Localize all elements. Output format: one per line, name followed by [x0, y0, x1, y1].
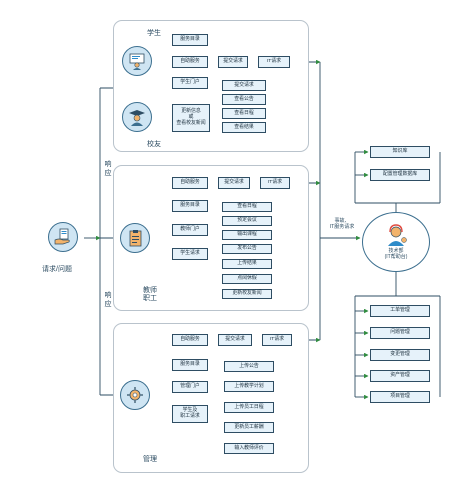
alumni-title: 校友 [147, 141, 161, 148]
student-portal-item[interactable]: 提交请求 [222, 80, 266, 91]
respond-top-label: 响应 [104, 161, 112, 177]
management-portal-item[interactable]: 输入教师评价 [224, 443, 274, 454]
management-title: 管理 [143, 456, 157, 463]
faculty-portal-item[interactable]: 输出课程 [222, 230, 272, 240]
management-portal-item[interactable]: 上传员工日程 [224, 402, 274, 413]
clipboard-icon [129, 230, 142, 247]
change-management[interactable]: 变更管理 [370, 349, 430, 361]
student-portal[interactable]: 学生门户 [172, 77, 208, 89]
student-portal-item[interactable]: 查看结果 [222, 122, 266, 133]
graduate-icon [129, 110, 145, 126]
tech-support-circle[interactable]: 技术部 (IT帮助台) [362, 212, 430, 272]
management-it-request[interactable]: IT请求 [262, 334, 292, 346]
request-circle[interactable] [48, 222, 78, 252]
faculty-portal-item[interactable]: 上传结果 [222, 259, 272, 269]
student-circle[interactable] [122, 46, 152, 76]
management-submit-request[interactable]: 提交请求 [218, 334, 252, 346]
faculty-self-service[interactable]: 自助服务 [172, 177, 208, 189]
management-service-catalog[interactable]: 服务目录 [172, 359, 208, 371]
faculty-portal-item[interactable]: 更新校友新闻 [222, 289, 272, 299]
student-alumni-panel [113, 20, 309, 152]
management-portal-item[interactable]: 上传公告 [224, 361, 274, 372]
faculty-title: 教师 职工 [143, 287, 157, 303]
faculty-portal[interactable]: 教师门户 [172, 224, 208, 236]
problem-management[interactable]: 问题管理 [370, 327, 430, 339]
asset-management[interactable]: 资产管理 [370, 370, 430, 382]
management-portal-item[interactable]: 上传教学计划 [224, 381, 274, 392]
management-student-staff-requests[interactable]: 学生及 职工请求 [172, 405, 208, 423]
student-self-service[interactable]: 自助服务 [172, 56, 208, 68]
faculty-submit-request[interactable]: 提交请求 [218, 177, 250, 189]
student-title: 学生 [147, 30, 161, 37]
cmdb[interactable]: 配置管理数据库 [370, 169, 430, 181]
alumni-update-news[interactable]: 更新信息 或 查看校友新闻 [172, 104, 210, 132]
management-portal[interactable]: 管理门户 [172, 381, 208, 393]
project-management[interactable]: 项目管理 [370, 391, 430, 403]
respond-bottom-label: 响应 [104, 292, 112, 308]
tech-support-label: 技术部 (IT帮助台) [384, 248, 408, 260]
student-it-request[interactable]: IT请求 [258, 56, 290, 68]
faculty-circle[interactable] [120, 223, 150, 253]
management-self-service[interactable]: 自助服务 [172, 334, 208, 346]
headset-agent-icon [388, 224, 407, 246]
gear-network-icon [127, 387, 143, 403]
student-service-catalog[interactable]: 服务目录 [172, 34, 208, 46]
management-circle[interactable] [120, 380, 150, 410]
ticket-management[interactable]: 工单管理 [370, 305, 430, 317]
hand-document-icon [54, 228, 70, 245]
incoming-requests-label: 事故、 IT服务请求 [329, 218, 355, 231]
faculty-it-request[interactable]: IT请求 [260, 177, 290, 189]
faculty-student-requests[interactable]: 学生请求 [172, 248, 208, 260]
management-portal-item[interactable]: 更新员工薪酬 [224, 422, 274, 433]
request-label: 请求/问题 [42, 266, 72, 273]
student-portal-item[interactable]: 查看日程 [222, 108, 266, 119]
faculty-portal-item[interactable]: 点阅休假 [222, 274, 272, 284]
faculty-portal-item[interactable]: 发布公告 [222, 244, 272, 254]
alumni-circle[interactable] [122, 102, 152, 132]
faculty-portal-item[interactable]: 预定会议 [222, 216, 272, 226]
teacher-board-icon [129, 53, 145, 70]
faculty-service-catalog[interactable]: 服务目录 [172, 200, 208, 212]
faculty-portal-item[interactable]: 查看日程 [222, 202, 272, 212]
student-submit-request[interactable]: 提交请求 [218, 56, 248, 68]
student-portal-item[interactable]: 查看公告 [222, 94, 266, 105]
knowledge-base[interactable]: 知识库 [370, 146, 430, 158]
